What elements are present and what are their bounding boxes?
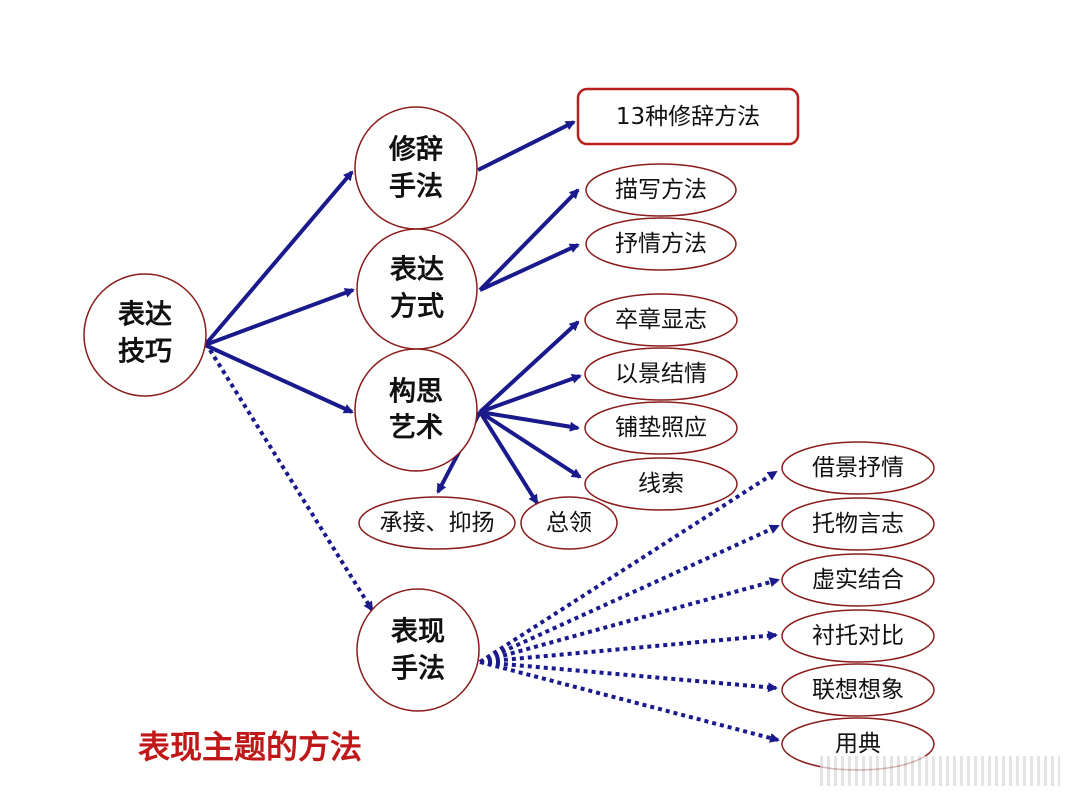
arrow-presentation-to-contrast [479,630,778,664]
svg-text:表达: 表达 [390,255,444,286]
diagram-caption: 表现主题的方法 [138,728,362,766]
arrow-structure-to-summary [478,410,539,505]
leaf-virtual-real: 虚实结合 [781,553,935,607]
arrow-root-to-structure [204,343,354,414]
svg-text:艺术: 艺术 [389,413,443,444]
leaf-theme-end: 卒章显志 [584,293,738,347]
arrow-presentation-to-association [479,660,778,693]
leaf-summary: 总领 [520,496,618,550]
leaf-lyrical: 抒情方法 [585,217,737,271]
arrow-root-to-expression [204,288,355,347]
arrow-presentation-to-virtual-real [479,577,780,664]
svg-text:表现: 表现 [391,617,445,648]
node-expression: 表达 方式 [356,228,478,350]
svg-text:总领: 总领 [546,510,592,536]
dotted-arrows [208,348,780,743]
svg-text:联想想象: 联想想象 [812,677,904,703]
svg-text:虚实结合: 虚实结合 [812,567,904,593]
leaf-association: 联想想象 [781,663,935,717]
svg-text:借景抒情: 借景抒情 [812,455,904,481]
arrow-structure-to-clue [478,410,582,479]
svg-text:描写方法: 描写方法 [615,177,707,203]
watermark [820,756,1060,786]
arrow-root-to-presentation [208,348,374,612]
svg-text:线索: 线索 [638,471,684,497]
leaf-rhetoric-methods: 13种修辞方法 [576,87,800,146]
arrow-root-to-rhetoric [203,170,354,347]
arrow-expression-to-lyrical [479,243,580,292]
arrow-structure-to-scene-emotion [479,374,582,414]
arrow-rhetoric-to-methods [477,120,576,172]
svg-text:方式: 方式 [390,291,444,323]
arrow-presentation-to-object-aspiration [479,524,780,664]
leaf-scene-emotion: 以景结情 [584,347,738,401]
svg-text:衬托对比: 衬托对比 [812,623,904,649]
svg-text:用典: 用典 [835,731,881,757]
svg-text:13种修辞方法: 13种修辞方法 [616,104,760,130]
arrow-expression-to-description [478,188,580,292]
leaf-clue: 线索 [584,457,738,511]
arrow-structure-to-foreshadow [479,410,580,432]
svg-text:修辞: 修辞 [388,134,443,166]
svg-text:以景结情: 以景结情 [615,361,707,387]
leaf-foreshadow: 铺垫照应 [584,401,738,455]
svg-text:手法: 手法 [389,172,443,203]
svg-text:表达: 表达 [118,300,172,331]
svg-text:构思: 构思 [389,377,443,408]
arrow-presentation-to-allusion [479,660,780,743]
arrow-structure-to-theme-end [478,320,580,414]
leaf-transition: 承接、抑扬 [358,496,516,550]
svg-text:托物言志: 托物言志 [812,511,904,537]
arrow-presentation-to-borrow-scene [478,470,778,664]
svg-text:承接、抑扬: 承接、抑扬 [380,510,495,536]
leaf-object-aspiration: 托物言志 [781,497,935,551]
svg-text:卒章显志: 卒章显志 [615,307,707,333]
node-structure: 构思 艺术 [354,348,478,472]
node-presentation: 表现 手法 [356,588,480,712]
svg-text:铺垫照应: 铺垫照应 [615,415,707,441]
root-node: 表达 技巧 [83,273,207,397]
svg-text:手法: 手法 [391,654,445,685]
leaf-contrast: 衬托对比 [781,609,935,663]
node-rhetoric: 修辞 手法 [354,106,478,230]
leaf-description: 描写方法 [585,163,737,217]
leaf-borrow-scene: 借景抒情 [781,441,935,495]
svg-text:抒情方法: 抒情方法 [615,231,707,257]
svg-text:技巧: 技巧 [118,337,172,368]
